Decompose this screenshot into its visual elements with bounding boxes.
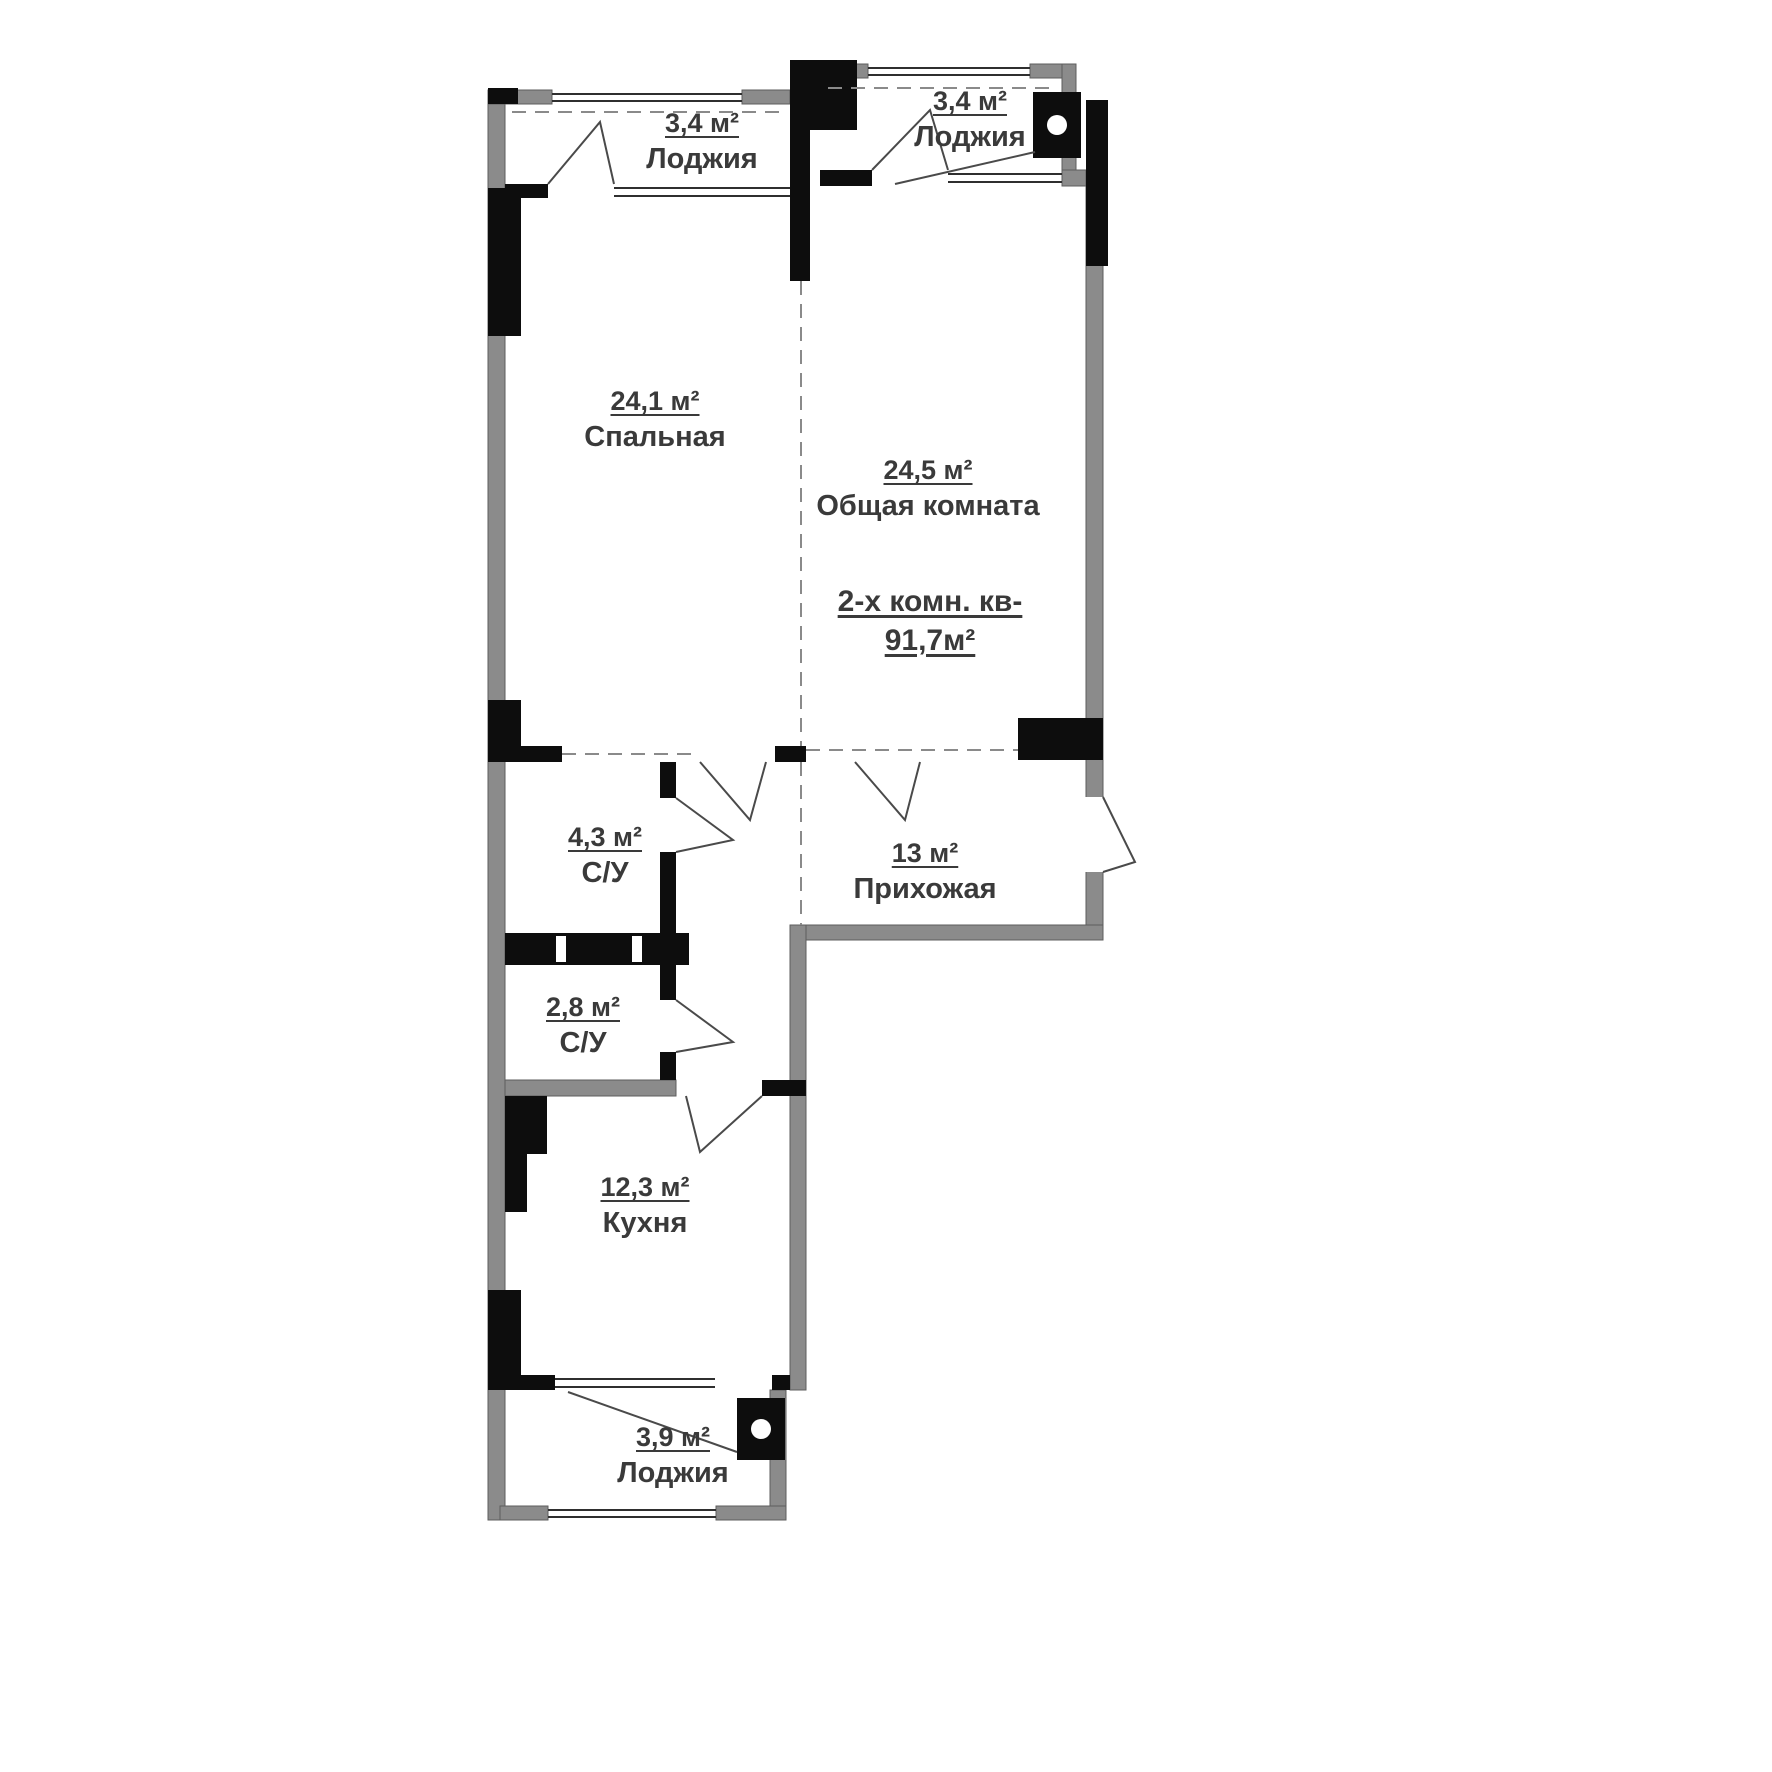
room-label-loggia-top-left: 3,4 м² Лоджия <box>646 108 757 176</box>
room-area: 13 м² <box>891 838 959 868</box>
room-area: 2,8 м² <box>546 992 620 1022</box>
wall-openings <box>556 797 1104 962</box>
room-name: С/У <box>559 1027 607 1059</box>
room-label-bathroom-small: 2,8 м² С/У <box>546 992 620 1060</box>
apartment-type: 2-х комн. кв- <box>837 585 1023 618</box>
room-label-kitchen: 12,3 м² Кухня <box>600 1172 689 1240</box>
room-label-bedroom: 24,1 м² Спальная <box>584 386 725 454</box>
apartment-total-area: 91,7м² <box>884 624 976 657</box>
walls-black <box>488 60 1108 1460</box>
room-area: 4,3 м² <box>568 822 642 852</box>
room-name: Прихожая <box>853 873 997 905</box>
room-area: 3,4 м² <box>665 108 739 138</box>
apartment-summary: 2-х комн. кв- 91,7м² <box>838 582 1023 660</box>
room-label-hallway: 13 м² Прихожая <box>853 838 996 906</box>
door-swings <box>547 108 1137 1453</box>
room-name: Общая комната <box>816 490 1040 522</box>
room-name: Спальная <box>584 421 726 453</box>
windows <box>548 67 1062 1518</box>
room-area: 3,9 м² <box>636 1422 710 1452</box>
room-label-living-room: 24,5 м² Общая комната <box>816 455 1039 523</box>
room-label-loggia-bottom: 3,9 м² Лоджия <box>617 1422 728 1490</box>
room-name: Лоджия <box>646 143 758 175</box>
loggia-door-symbol <box>751 115 1067 1439</box>
room-area: 24,1 м² <box>610 386 700 416</box>
room-name: С/У <box>581 857 629 889</box>
room-name: Лоджия <box>617 1457 729 1489</box>
room-area: 24,5 м² <box>883 455 973 485</box>
room-name: Лоджия <box>914 121 1026 153</box>
room-label-bathroom-large: 4,3 м² С/У <box>568 822 642 890</box>
walls-gray <box>487 63 1104 1521</box>
room-name: Кухня <box>602 1207 688 1239</box>
dashed-lines <box>512 87 1053 925</box>
room-area: 3,4 м² <box>933 86 1007 116</box>
room-area: 12,3 м² <box>600 1172 690 1202</box>
room-label-loggia-top-right: 3,4 м² Лоджия <box>914 86 1025 154</box>
